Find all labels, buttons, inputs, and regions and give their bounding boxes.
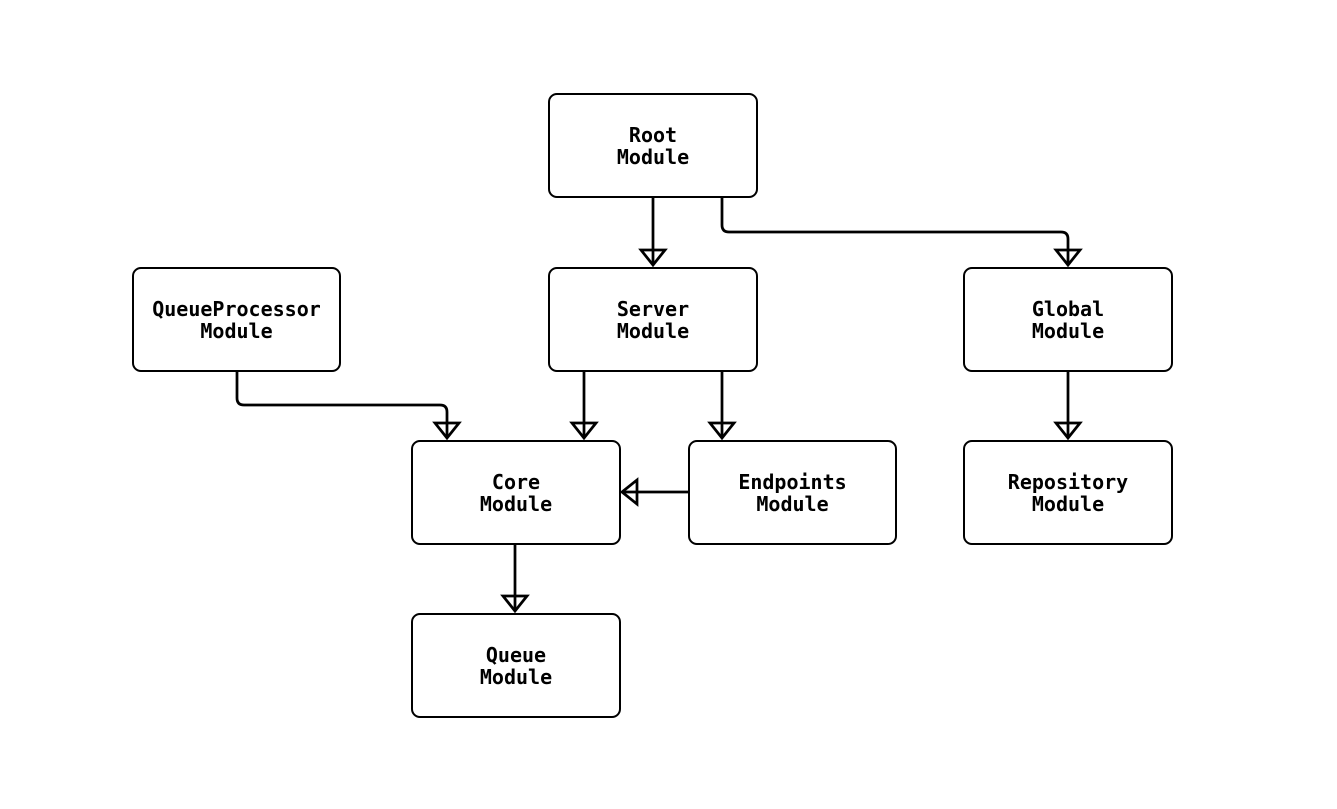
node-repository-module-label: Repository Module [1007,469,1129,516]
node-root-module: Root Module [548,93,758,198]
node-server-module-label: Server Module [616,296,690,343]
node-queue-module: Queue Module [411,613,621,718]
node-endpoints-module-label: Endpoints Module [738,469,847,516]
node-repository-module: Repository Module [963,440,1173,545]
node-endpoints-module: Endpoints Module [688,440,897,545]
node-root-module-label: Root Module [616,122,690,169]
node-queue-module-label: Queue Module [479,642,553,689]
node-core-module-label: Core Module [479,469,553,516]
edge-root-to-global [720,198,1083,268]
node-core-module: Core Module [411,440,621,545]
node-server-module: Server Module [548,267,758,372]
edge-queueprocessor-to-core [235,372,462,441]
node-queueprocessor-module-label: QueueProcessor Module [152,296,321,343]
node-queueprocessor-module: QueueProcessor Module [132,267,341,372]
node-global-module-label: Global Module [1031,296,1105,343]
node-global-module: Global Module [963,267,1173,372]
